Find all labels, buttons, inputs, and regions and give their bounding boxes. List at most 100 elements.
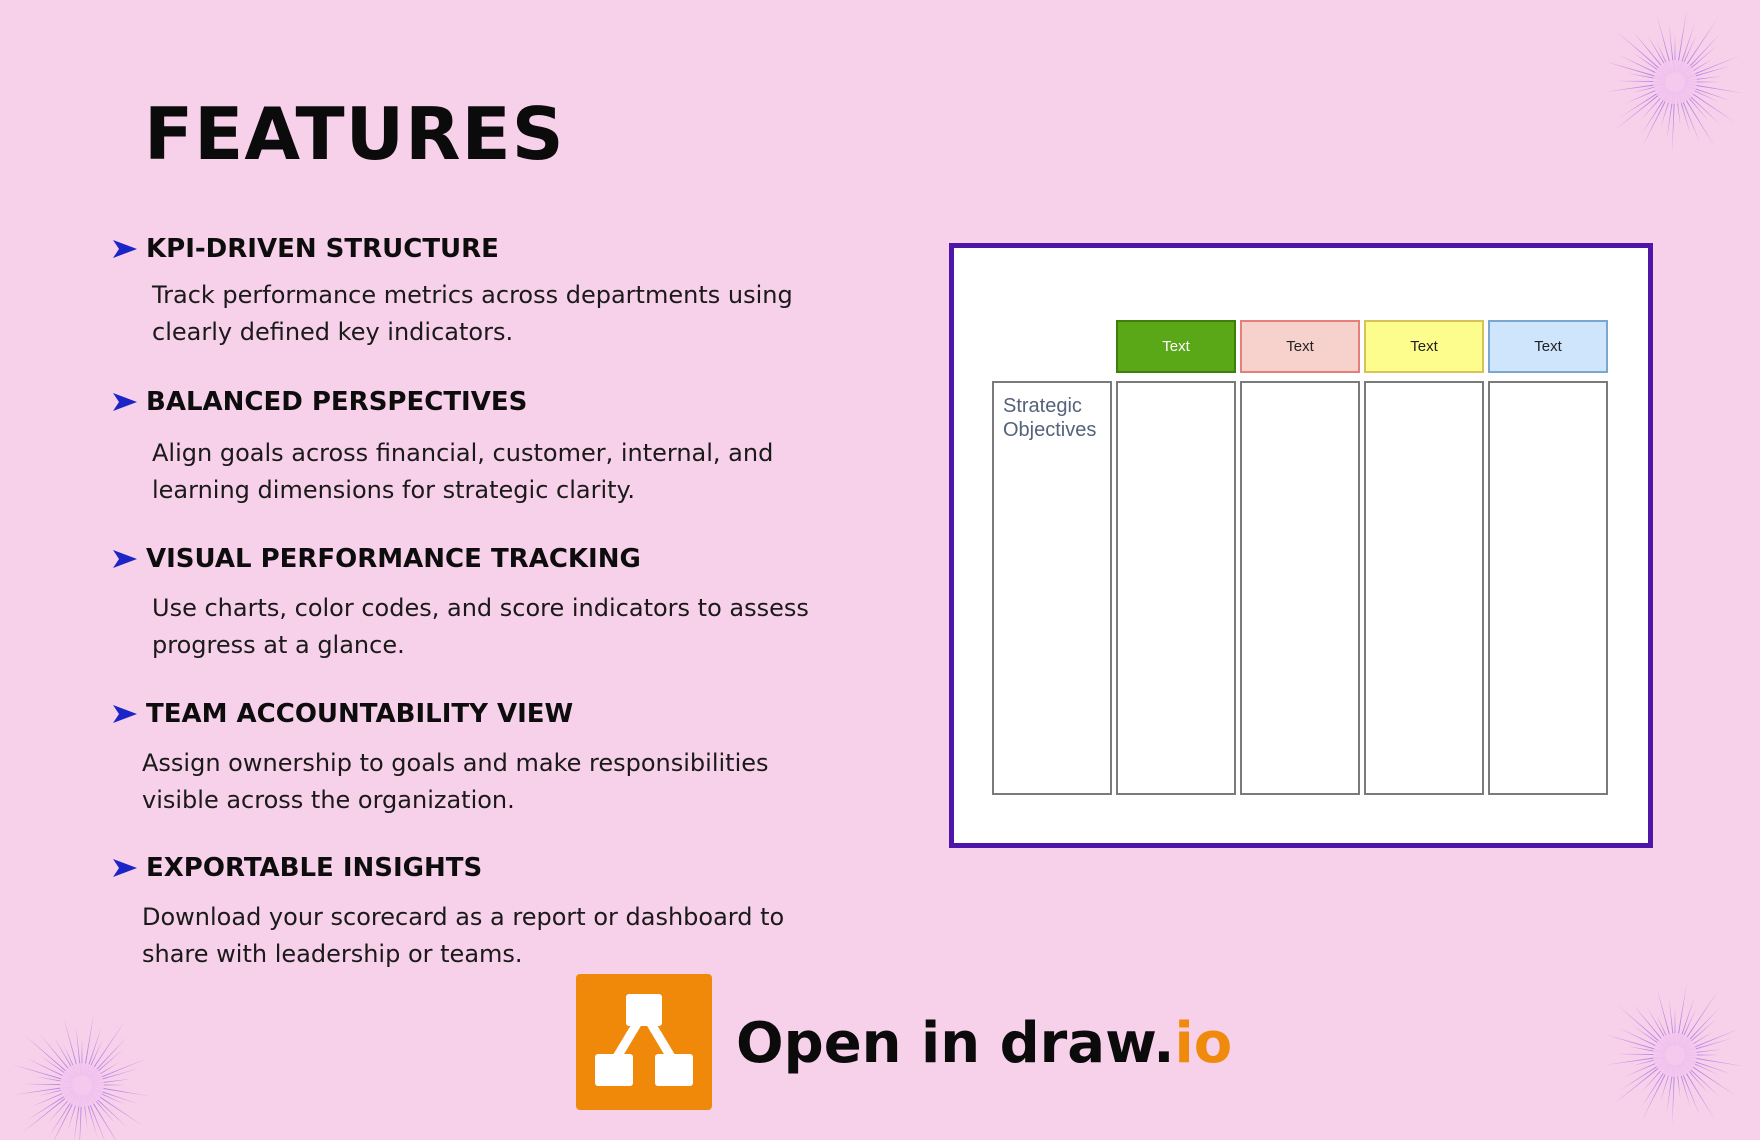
starburst-center	[1653, 1033, 1697, 1077]
diagram-header-cell: Text	[1116, 320, 1236, 373]
starburst-ray	[1656, 987, 1674, 1046]
starburst-ray	[48, 1093, 78, 1138]
starburst-ray	[1677, 996, 1695, 1046]
starburst-ray	[1684, 82, 1744, 94]
starburst-ray	[1681, 1061, 1721, 1098]
starburst-ray	[1604, 61, 1666, 80]
starburst-ray	[1619, 86, 1667, 118]
starburst-ray	[1672, 1064, 1676, 1125]
arrow-bullet-icon	[113, 393, 137, 411]
starburst-ray	[1682, 1059, 1736, 1096]
starburst-ray	[1675, 982, 1687, 1046]
starburst-ray	[1617, 1004, 1668, 1049]
feature-heading: BALANCED PERSPECTIVES	[112, 385, 872, 419]
diagram-header-cell: Text	[1240, 320, 1360, 373]
starburst-center	[60, 1063, 104, 1107]
starburst-ray	[88, 1037, 128, 1079]
arrow-bullet-icon	[113, 550, 137, 568]
drawio-logo-icon[interactable]	[576, 974, 712, 1110]
starburst-ray	[63, 1017, 81, 1076]
starburst-decoration-icon	[11, 1012, 151, 1140]
starburst-decoration-icon	[1604, 9, 1744, 152]
feature-item-balanced-perspectives: BALANCED PERSPECTIVES Align goals across…	[112, 385, 872, 509]
starburst-ray	[88, 1091, 128, 1128]
feature-heading: VISUAL PERFORMANCE TRACKING	[112, 542, 872, 576]
starburst-ray	[84, 1026, 102, 1076]
starburst-ray	[91, 1085, 151, 1097]
diagram-body-cell	[1364, 381, 1484, 795]
starburst-ray	[1632, 31, 1670, 75]
starburst-ray	[1656, 14, 1674, 73]
feature-item-exportable-insights: EXPORTABLE INSIGHTS Download your scorec…	[112, 851, 872, 973]
starburst-ray	[1679, 90, 1716, 148]
diagram-body-cell	[1116, 381, 1236, 795]
feature-heading: EXPORTABLE INSIGHTS	[112, 851, 872, 885]
starburst-ray	[54, 1093, 79, 1140]
feature-item-kpi-driven-structure: KPI-DRIVEN STRUCTURE Track performance m…	[112, 232, 872, 351]
diagram-row-label-cell: Strategic Objectives	[992, 381, 1112, 795]
starburst-ray	[11, 1064, 73, 1083]
feature-title: VISUAL PERFORMANCE TRACKING	[146, 544, 641, 574]
starburst-ray	[1675, 9, 1687, 73]
page-title: FEATURES	[144, 92, 565, 176]
starburst-ray	[1672, 91, 1676, 152]
starburst-ray	[1677, 23, 1695, 73]
starburst-ray	[1619, 1059, 1667, 1091]
starburst-ray	[1615, 87, 1668, 130]
feature-item-team-accountability-view: TEAM ACCOUNTABILITY VIEW Assign ownershi…	[112, 697, 872, 819]
feature-item-visual-performance-tracking: VISUAL PERFORMANCE TRACKING Use charts, …	[112, 542, 872, 664]
starburst-ray	[24, 1034, 75, 1079]
feature-description: Align goals across financial, customer, …	[152, 439, 774, 504]
starburst-ray	[1684, 1055, 1744, 1067]
starburst-ray	[1642, 1063, 1672, 1121]
starburst-decoration-icon	[1604, 982, 1744, 1125]
starburst-ray	[89, 1089, 143, 1126]
scorecard-diagram-preview: Text Text Text Text Strategic Objectives	[949, 243, 1653, 848]
diagram-row-label: Strategic Objectives	[1003, 395, 1097, 441]
starburst-ray	[1678, 1063, 1700, 1116]
feature-title: KPI-DRIVEN STRUCTURE	[146, 234, 499, 264]
open-in-drawio-link[interactable]: Open in draw.io	[736, 1008, 1232, 1080]
diagram-body-cell	[1240, 381, 1360, 795]
feature-description: Assign ownership to goals and make respo…	[142, 749, 769, 814]
starburst-ray	[39, 1034, 77, 1078]
feature-title: EXPORTABLE INSIGHTS	[146, 853, 483, 883]
starburst-ray	[1681, 34, 1721, 76]
starburst-ray	[1606, 1055, 1666, 1065]
feature-heading: TEAM ACCOUNTABILITY VIEW	[112, 697, 872, 731]
starburst-ray	[26, 1089, 74, 1121]
arrow-bullet-icon	[113, 705, 137, 723]
starburst-ray	[1616, 80, 1666, 83]
feature-description: Track performance metrics across departm…	[152, 281, 793, 346]
starburst-ray	[1683, 1028, 1740, 1052]
starburst-ray	[1641, 1063, 1671, 1108]
starburst-ray	[1682, 86, 1736, 123]
starburst-ray	[1678, 90, 1700, 143]
starburst-ray	[13, 1085, 73, 1095]
arrow-bullet-icon	[113, 240, 137, 258]
starburst-ray	[1604, 1034, 1666, 1053]
feature-title: TEAM ACCOUNTABILITY VIEW	[146, 699, 574, 729]
starburst-ray	[1683, 55, 1740, 79]
cta-accent-text: io	[1174, 1011, 1233, 1076]
starburst-ray	[1615, 1060, 1668, 1103]
starburst-ray	[86, 1093, 116, 1140]
diagram-body-cell	[1488, 381, 1608, 795]
starburst-center	[1653, 60, 1697, 104]
starburst-ray	[1681, 1007, 1721, 1049]
starburst-ray	[1668, 23, 1675, 73]
starburst-ray	[1641, 90, 1671, 135]
starburst-ray	[1679, 991, 1718, 1048]
starburst-ray	[1617, 31, 1668, 76]
arrow-bullet-icon	[113, 859, 137, 877]
starburst-ray	[82, 1012, 94, 1076]
diagram-header-cell: Text	[1364, 320, 1484, 373]
starburst-ray	[75, 1026, 82, 1076]
starburst-ray	[25, 1058, 74, 1082]
diagram-header-cell: Text	[1488, 320, 1608, 373]
starburst-ray	[1679, 1063, 1716, 1121]
starburst-ray	[23, 1083, 73, 1086]
starburst-ray	[1618, 55, 1667, 79]
feature-description: Download your scorecard as a report or d…	[142, 903, 785, 968]
starburst-ray	[1616, 1053, 1666, 1056]
